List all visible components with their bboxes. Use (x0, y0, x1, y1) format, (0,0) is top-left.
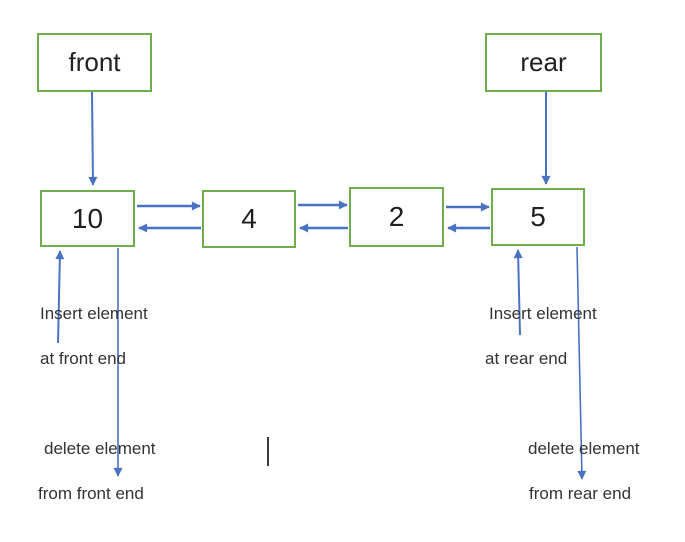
front-pointer-box: front (37, 33, 152, 92)
delete-rear-label-line2: from rear end (529, 484, 632, 503)
delete-front-label-line1: delete element (44, 439, 156, 458)
delete-rear-label-line1: delete element (528, 439, 640, 458)
deque-node: 10 (40, 190, 135, 247)
deque-node: 5 (491, 188, 585, 246)
text-cursor (267, 437, 269, 466)
arrow-insert-front (55, 250, 65, 344)
rear-pointer-label: rear (520, 47, 567, 77)
rear-pointer-box: rear (485, 33, 602, 92)
insert-front-label-line1: Insert element (40, 304, 148, 323)
node-value: 4 (241, 203, 257, 234)
node-value: 10 (71, 202, 104, 234)
delete-front-label-line2: from front end (38, 484, 144, 503)
insert-front-label-line2: at front end (40, 349, 127, 368)
insert-rear-label-line2: at rear end (485, 349, 568, 368)
node-value: 5 (530, 201, 546, 232)
arrow-delete-rear (576, 246, 587, 480)
node-value: 2 (388, 201, 405, 232)
insert-rear-label-line1: Insert element (489, 304, 597, 323)
arrow-front-to-node (88, 91, 98, 186)
arrow-insert-rear (513, 249, 523, 336)
deque-node: 4 (202, 190, 296, 248)
front-pointer-label: front (68, 47, 121, 77)
deque-node: 2 (349, 187, 444, 247)
